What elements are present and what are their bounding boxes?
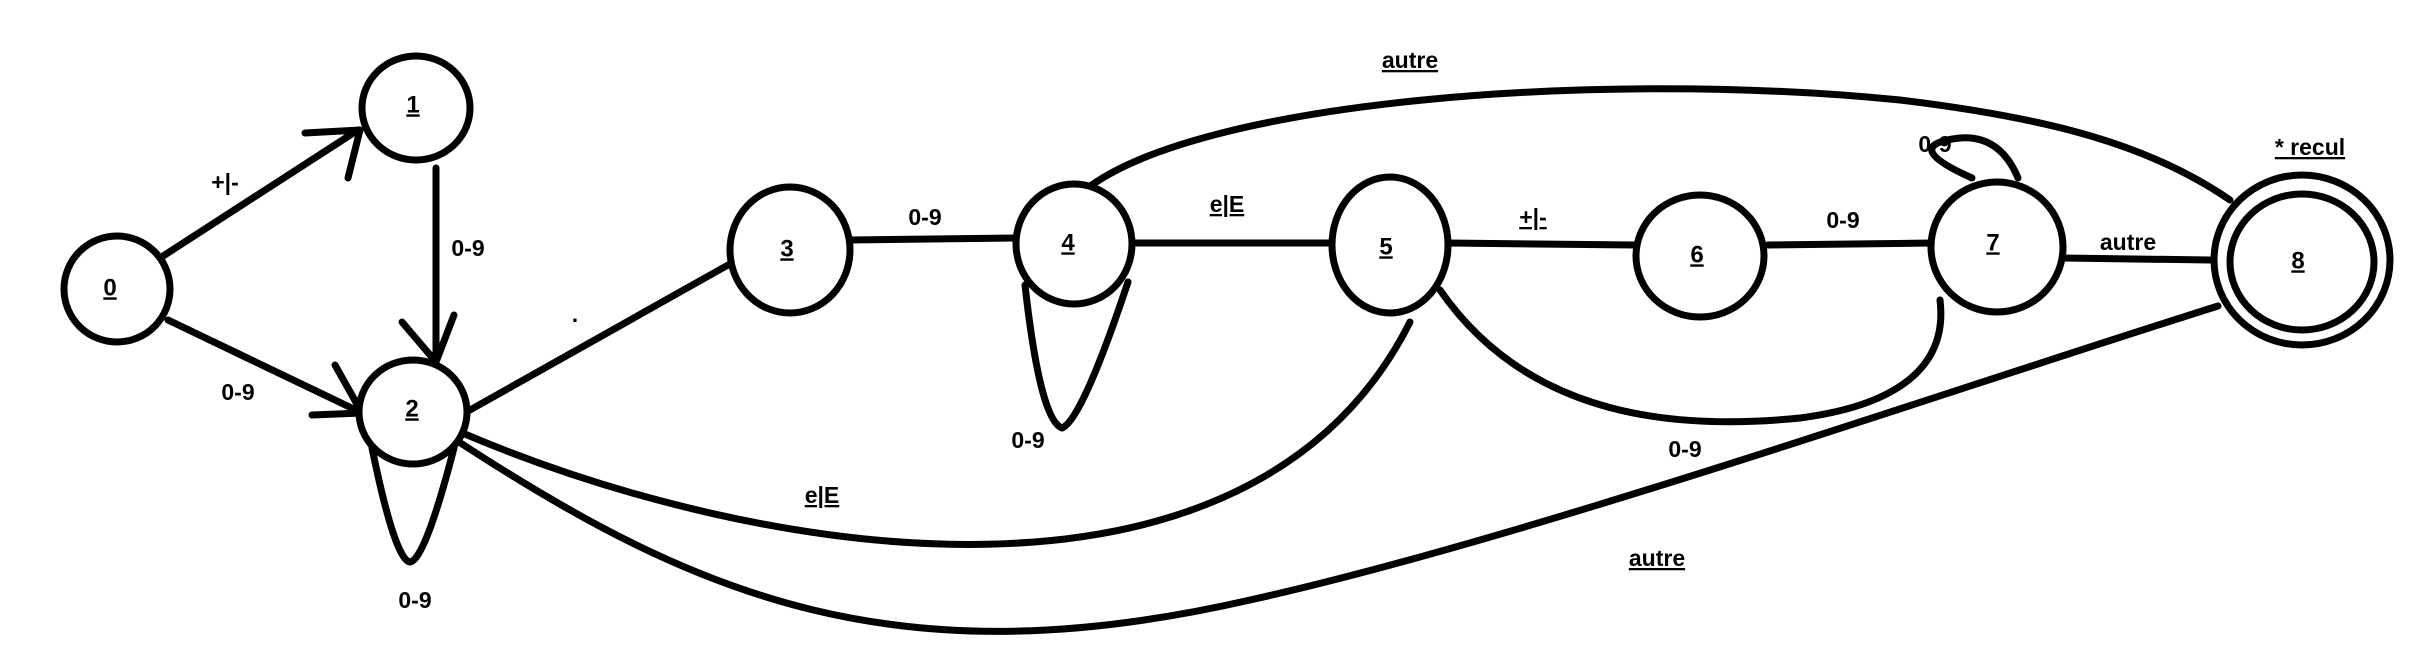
label-edge-0-1: +|-: [211, 169, 239, 195]
state-4-circle: [1012, 180, 1136, 308]
edge-2-self-loop: [368, 444, 458, 566]
state-8-inner-circle: [2226, 190, 2378, 334]
edge-labels: +|- 0-9 0-9 0-9 . e|E autre 0-9 0-9 e|E …: [211, 47, 2345, 613]
state-8-label: 8: [2291, 247, 2304, 274]
arrowhead-2-from-1: [398, 311, 458, 366]
label-edge-2-3: .: [572, 301, 578, 327]
label-edge-5-6: +|-: [1519, 204, 1547, 230]
label-edge-6-7: 0-9: [1826, 207, 1859, 233]
edge-7-self-loop: [1928, 134, 2022, 182]
edge-5-6: [1444, 239, 1639, 249]
label-edge-2-5: e|E: [805, 482, 840, 508]
label-edge-2-self: 0-9: [398, 587, 431, 613]
label-edge-4-self: 0-9: [1011, 427, 1044, 453]
state-3-circle: [726, 183, 854, 317]
arrowhead-1: [301, 126, 364, 182]
state-5: 5: [1328, 173, 1452, 317]
state-8-accepting: 8: [2210, 171, 2394, 349]
state-5-circle: [1328, 173, 1452, 317]
state-3: 3: [726, 183, 854, 317]
edge-5-7: [1436, 286, 1945, 426]
label-edge-3-4: 0-9: [908, 204, 941, 230]
state-0-label: 0: [103, 274, 116, 301]
label-edge-1-2: 0-9: [451, 235, 484, 261]
label-edge-4-8: autre: [1382, 47, 1438, 73]
edge-0-1: [156, 126, 362, 262]
edge-0-2: [164, 316, 364, 416]
state-4-label: 4: [1061, 229, 1075, 256]
edges: [156, 85, 2234, 635]
edge-3-4: [846, 234, 1020, 244]
states: 0 1 2 3 4 5 6 7: [60, 52, 2394, 468]
edge-4-8: [1081, 85, 2234, 204]
state-6: 6: [1632, 191, 1768, 321]
state-6-circle: [1632, 191, 1768, 321]
label-edge-0-2: 0-9: [221, 379, 254, 405]
label-edge-2-8: autre: [1629, 545, 1685, 571]
state-2-circle: [355, 356, 471, 468]
edge-4-self-loop: [1021, 278, 1132, 432]
state-1-circle: [358, 52, 474, 164]
state-0: 0: [60, 232, 174, 346]
edge-7-8: [2059, 254, 2214, 264]
label-edge-4-5: e|E: [1210, 191, 1245, 217]
state-0-circle: [60, 232, 174, 346]
state-1: 1: [358, 52, 474, 164]
edge-2-8: [452, 302, 2222, 635]
state-2-label: 2: [405, 395, 418, 422]
state-6-label: 6: [1690, 241, 1703, 268]
edge-2-5: [456, 318, 1414, 548]
state-4: 4: [1012, 180, 1136, 308]
state-7: 7: [1927, 178, 2067, 316]
state-7-label: 7: [1986, 229, 1999, 256]
label-edge-7-self: 0-9: [1918, 131, 1951, 157]
label-edge-5-7: 0-9: [1668, 436, 1701, 462]
state-5-label: 5: [1379, 233, 1392, 260]
label-edge-7-8: autre: [2100, 229, 2156, 255]
state-1-label: 1: [406, 91, 419, 118]
state-3-label: 3: [780, 235, 793, 262]
edge-2-3: [466, 261, 732, 414]
accept-note-label: * recul: [2275, 134, 2345, 160]
edge-6-7: [1764, 239, 1936, 249]
state-2: 2: [355, 356, 471, 468]
state-7-circle: [1927, 178, 2067, 316]
